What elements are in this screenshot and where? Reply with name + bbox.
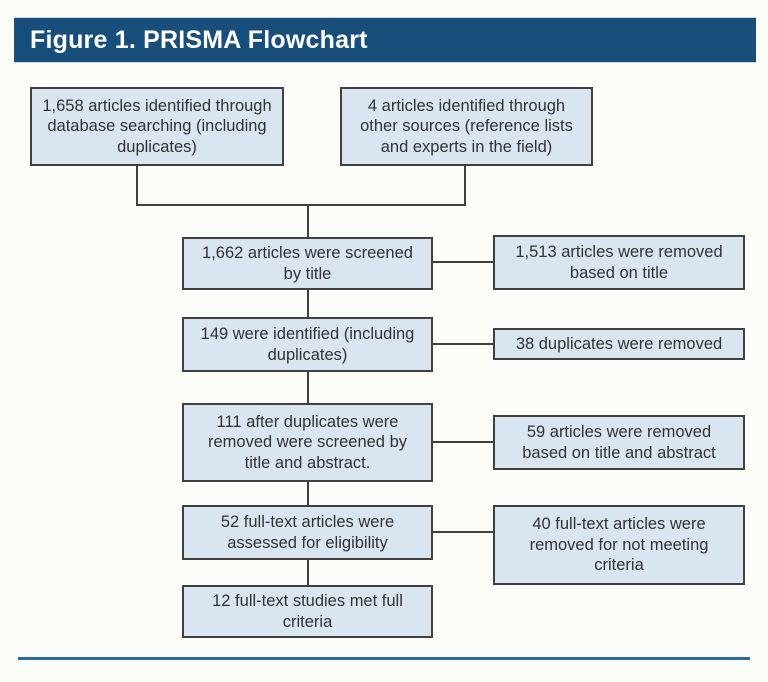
flow-box-label: 111 after duplicates were removed were s… (207, 412, 407, 472)
flow-box-label: 38 duplicates were removed (515, 334, 723, 353)
connector-merge-horizontal (136, 204, 466, 206)
flow-box-label: 1,662 articles were screened by title (202, 243, 413, 283)
flow-box-identified-including-duplicates: 149 were identified (including duplicate… (182, 317, 433, 372)
connector-screened-to-removed-title (433, 261, 493, 263)
flow-box-label: 52 full-text articles were assessed for … (220, 512, 395, 552)
flow-box-label: 1,658 articles identified through databa… (42, 96, 272, 156)
flow-box-other-sources: 4 articles identified through other sour… (340, 87, 593, 166)
connector-fulltext-to-removed-criteria (433, 531, 493, 533)
flow-box-removed-not-meeting-criteria: 40 full-text articles were removed for n… (493, 505, 745, 585)
flow-box-label: 40 full-text articles were removed for n… (529, 515, 709, 575)
flow-box-label: 12 full-text studies met full criteria (212, 591, 403, 631)
connector-other-sources-down (464, 166, 466, 206)
flow-box-label: 1,513 articles were removed based on tit… (515, 242, 723, 282)
flow-box-fulltext-assessed: 52 full-text articles were assessed for … (182, 505, 433, 560)
figure-title-bar: Figure 1. PRISMA Flowchart (14, 17, 756, 63)
figure-title: Figure 1. PRISMA Flowchart (30, 25, 368, 54)
connector-afterdup-to-removed-ta (433, 441, 493, 443)
flow-box-database-searching: 1,658 articles identified through databa… (30, 87, 284, 166)
flow-box-label: 149 were identified (including duplicate… (200, 324, 415, 364)
connector-screened-to-identified (307, 290, 309, 317)
connector-afterdup-to-fulltext (307, 482, 309, 505)
flow-box-after-duplicates-screened: 111 after duplicates were removed were s… (182, 403, 433, 482)
connector-identified-to-afterdup (307, 372, 309, 403)
flow-box-removed-title-abstract: 59 articles were removed based on title … (493, 415, 745, 470)
connector-merge-to-screened (307, 204, 309, 237)
connector-database-down (136, 166, 138, 206)
flow-box-label: 59 articles were removed based on title … (522, 422, 716, 462)
flow-box-duplicates-removed: 38 duplicates were removed (493, 328, 745, 360)
flow-box-met-full-criteria: 12 full-text studies met full criteria (182, 585, 433, 638)
flow-box-removed-by-title: 1,513 articles were removed based on tit… (493, 235, 745, 290)
bottom-rule (18, 657, 750, 660)
connector-identified-to-duplicates-removed (433, 343, 493, 345)
flow-box-label: 4 articles identified through other sour… (360, 96, 573, 156)
flow-box-screened-by-title: 1,662 articles were screened by title (182, 237, 433, 290)
connector-fulltext-to-met (307, 560, 309, 585)
